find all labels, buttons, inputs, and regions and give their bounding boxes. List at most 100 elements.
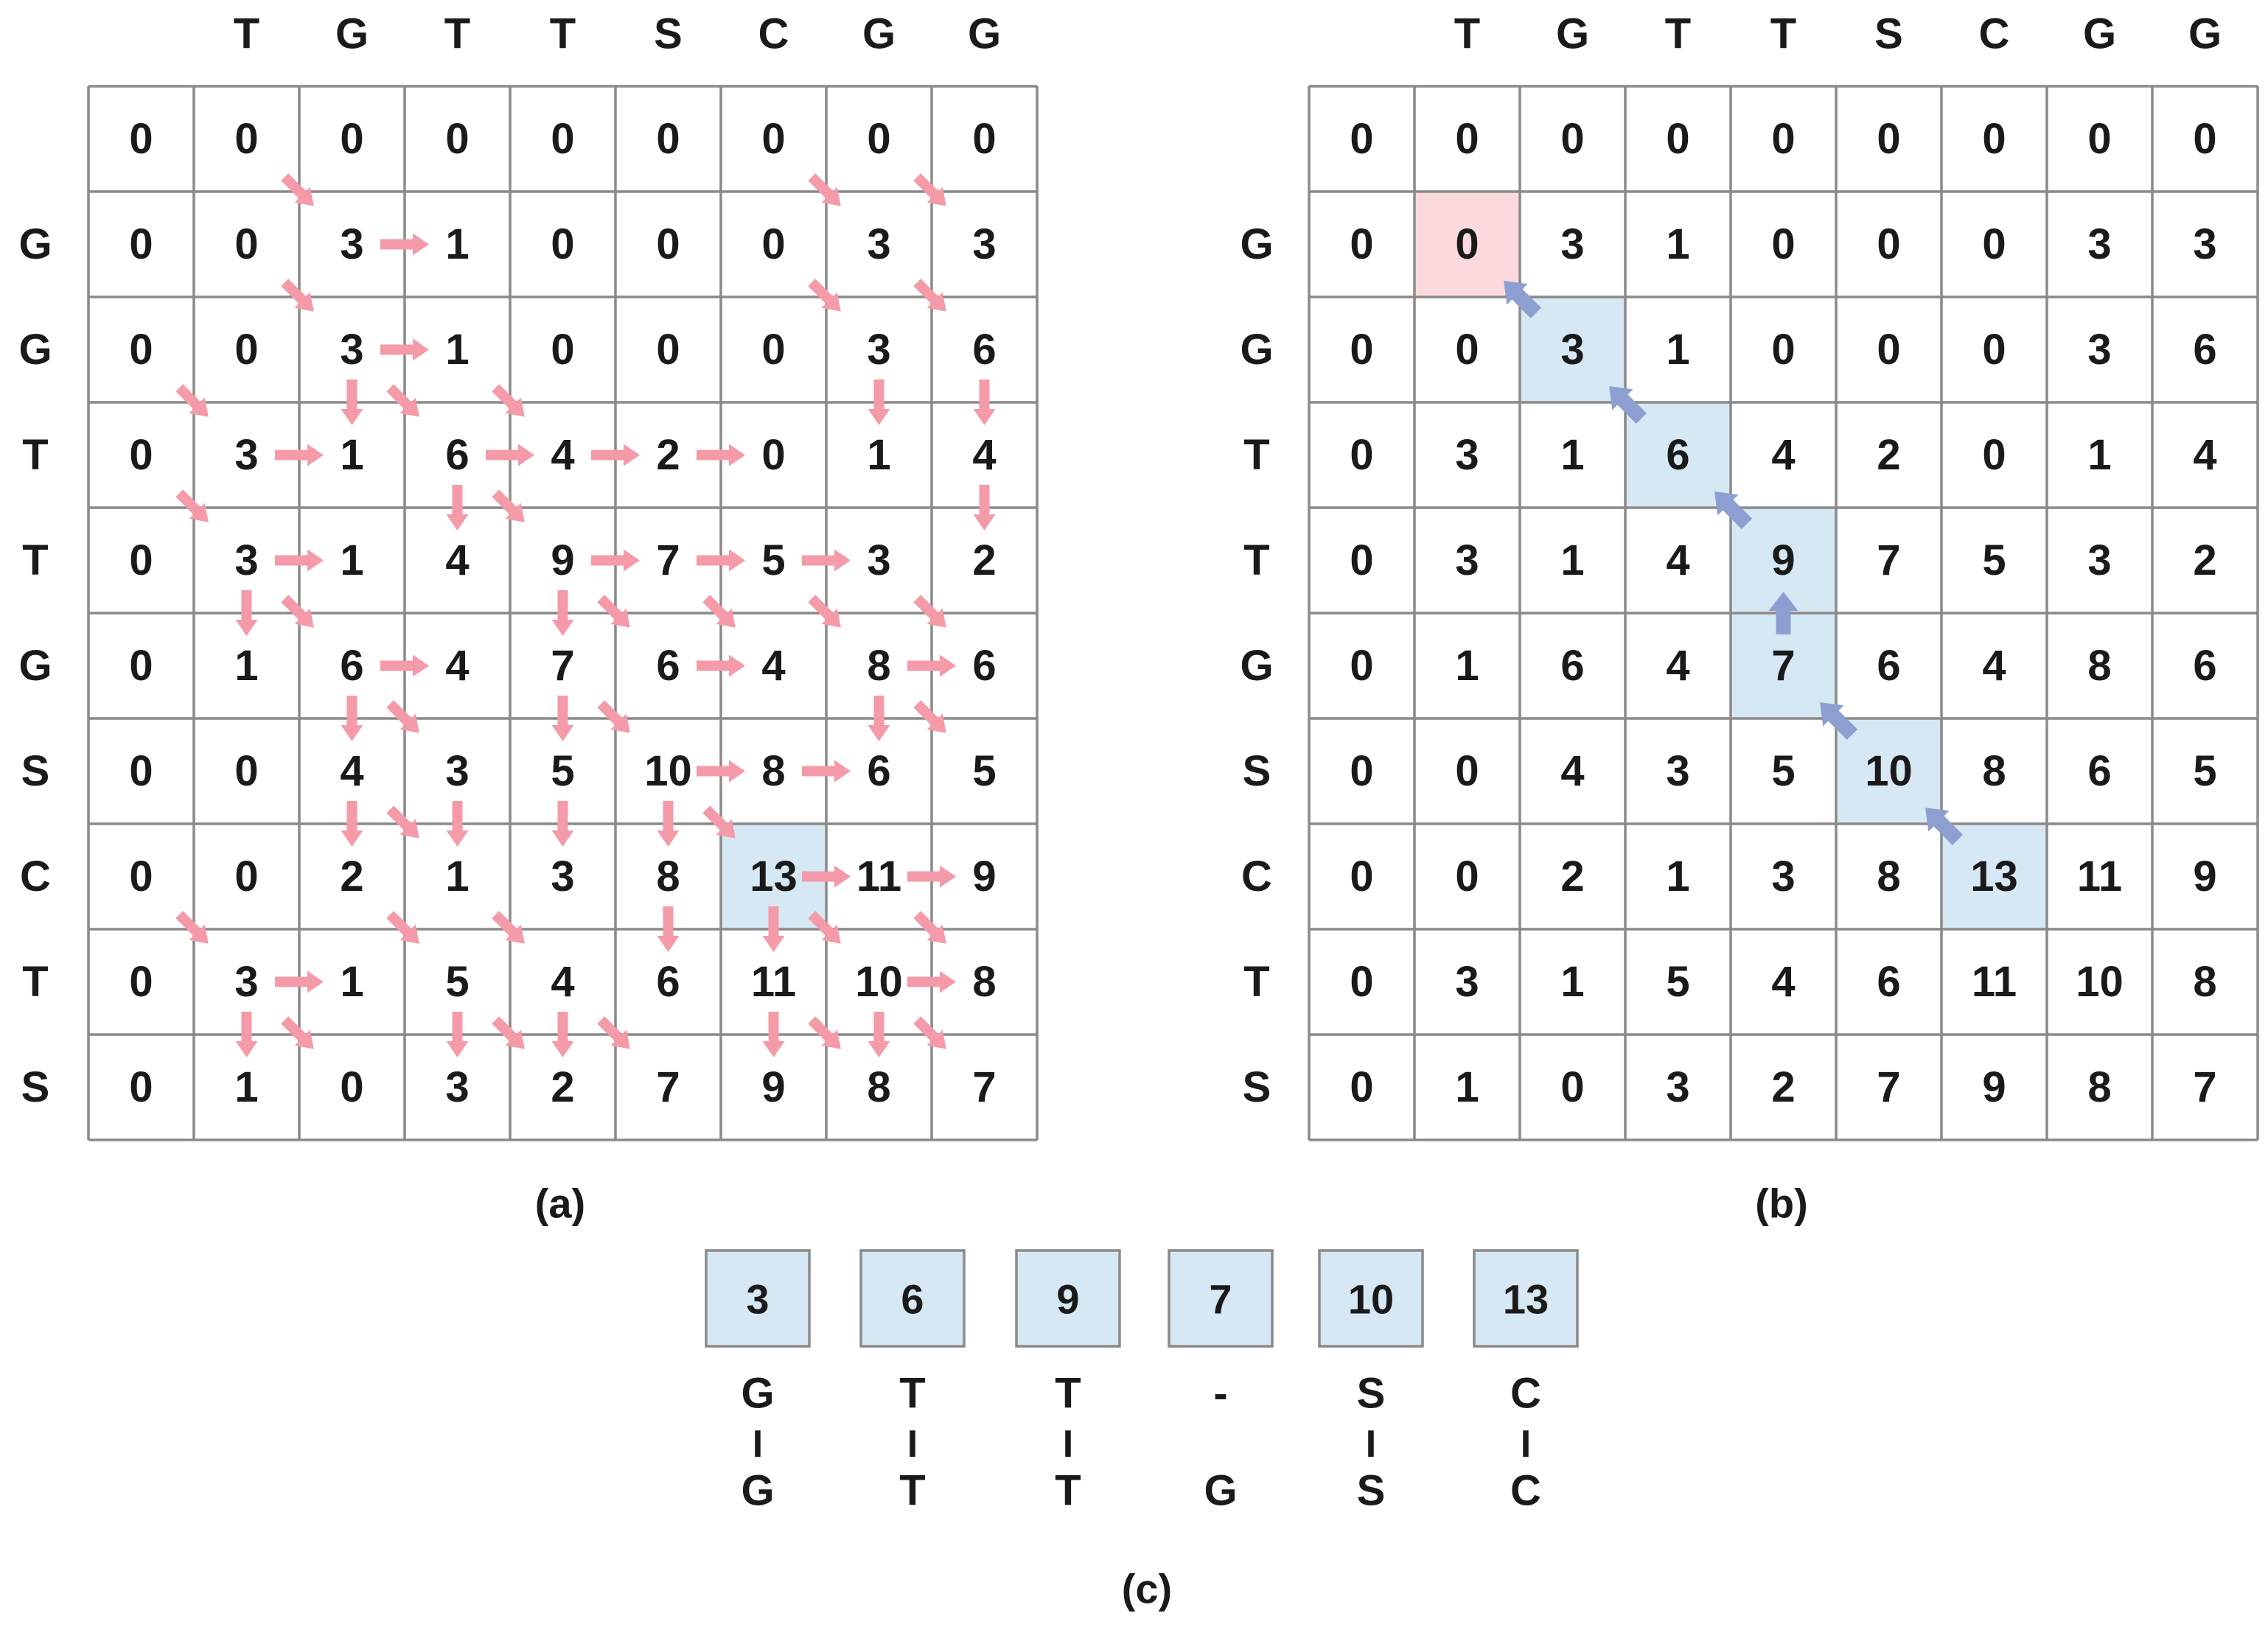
- matrix-cell: 0: [340, 1063, 363, 1111]
- matrix-cell: 0: [1350, 431, 1373, 479]
- arrow-diag: [1504, 281, 1541, 318]
- arrow-diag: [913, 700, 946, 733]
- matrix-cell: 0: [656, 220, 680, 268]
- aligned-residue-bottom: C: [1510, 1467, 1541, 1515]
- highlight-cell: [1941, 824, 2047, 929]
- arrow-up: [868, 696, 890, 741]
- matrix-cell: 1: [445, 326, 469, 374]
- matrix-cell: 0: [234, 115, 258, 163]
- col-header: T: [1665, 10, 1691, 58]
- matrix-cell: 0: [129, 326, 153, 374]
- arrow-diag: [702, 805, 736, 839]
- arrow-left: [380, 654, 429, 677]
- matrix-cell: 0: [1560, 115, 1584, 163]
- matrix-cell: 3: [340, 326, 363, 374]
- arrow-up: [551, 1012, 574, 1057]
- matrix-cell: 11: [751, 958, 796, 1006]
- arrow-left: [591, 549, 640, 572]
- matrix-cell: 1: [234, 1063, 258, 1111]
- matrix-cell: 6: [1560, 642, 1584, 690]
- matrix-cell: 6: [1666, 431, 1689, 479]
- arrow-diag: [281, 1016, 314, 1049]
- arrow-diag: [1714, 491, 1752, 529]
- arrow-up: [657, 801, 680, 847]
- matrix-cell: 3: [445, 747, 469, 795]
- matrix-cell: 0: [551, 220, 574, 268]
- matrix-cell: 1: [340, 958, 363, 1006]
- arrow-diag: [386, 700, 419, 733]
- arrow-diag: [808, 595, 841, 628]
- arrow-diag: [1820, 702, 1857, 740]
- matrix-cell: 1: [867, 431, 890, 479]
- panel-caption: (b): [1755, 1180, 1808, 1227]
- score-value: 7: [1209, 1276, 1232, 1323]
- matrix-cell: 0: [234, 747, 258, 795]
- matrix-cell: 6: [867, 747, 890, 795]
- arrow-diag: [386, 805, 419, 839]
- matrix-cell: 4: [551, 431, 574, 479]
- matrix-cell: 0: [867, 115, 890, 163]
- matrix-cell: 11: [2077, 853, 2122, 900]
- score-value: 6: [901, 1276, 924, 1323]
- arrow-diag: [175, 911, 209, 944]
- matrix-cell: 10: [2076, 958, 2124, 1006]
- matrix-cell: 6: [1877, 642, 1900, 690]
- panel-caption: (c): [1122, 1566, 1172, 1612]
- col-header: T: [234, 10, 259, 58]
- arrow-up: [551, 801, 574, 847]
- col-header: T: [444, 10, 470, 58]
- matrix-cell: 1: [1666, 220, 1689, 268]
- aligned-residue-bottom: G: [741, 1467, 774, 1515]
- matrix-cell: 1: [1560, 958, 1584, 1006]
- matrix-cell: 4: [761, 642, 785, 690]
- matrix-cell: 8: [2193, 958, 2216, 1006]
- matrix-cell: 3: [234, 431, 258, 479]
- arrow-diag: [913, 595, 946, 628]
- matrix-cell: 9: [551, 536, 574, 584]
- matrix-cell: 8: [2087, 642, 2111, 690]
- arrow-up: [341, 696, 363, 741]
- arrow-diag: [492, 911, 525, 944]
- row-header: G: [18, 642, 52, 690]
- matrix-cell: 11: [856, 853, 901, 900]
- matrix-cell: 2: [1560, 853, 1584, 900]
- matrix-cell: 6: [656, 642, 680, 690]
- arrow-up: [973, 379, 996, 425]
- arrow-diag: [175, 489, 209, 522]
- aligned-residue-top: G: [741, 1370, 774, 1418]
- matrix-cell: 0: [340, 115, 363, 163]
- matrix-cell: 6: [972, 326, 996, 374]
- arrow-diag: [913, 1016, 946, 1049]
- matrix-cell: 3: [867, 220, 890, 268]
- col-header: G: [1556, 10, 1589, 58]
- row-header: T: [1243, 958, 1269, 1006]
- aligned-residue-top: -: [1213, 1370, 1227, 1418]
- matrix-cell: 6: [340, 642, 363, 690]
- matrix-cell: 0: [1877, 326, 1900, 374]
- matrix-cell: 4: [340, 747, 363, 795]
- arrow-diag: [281, 279, 314, 312]
- matrix-cell: 9: [972, 853, 996, 900]
- arrow-diag: [913, 911, 946, 944]
- matrix-cell: 8: [867, 1063, 890, 1111]
- matrix-cell: 1: [340, 536, 363, 584]
- matrix-cell: 2: [656, 431, 680, 479]
- matrix-cell: 4: [551, 958, 574, 1006]
- matrix-cell: 3: [234, 536, 258, 584]
- matrix-cell: 8: [867, 642, 890, 690]
- matrix-cell: 3: [551, 853, 574, 900]
- arrow-left: [275, 970, 324, 993]
- arrow-diag: [386, 911, 419, 944]
- matrix-cell: 3: [1560, 220, 1584, 268]
- matrix-cell: 6: [2193, 326, 2216, 374]
- matrix-cell: 3: [445, 1063, 469, 1111]
- matrix-cell: 1: [234, 642, 258, 690]
- matrix-cell: 0: [1982, 431, 2006, 479]
- arrow-diag: [1925, 808, 1963, 845]
- matrix-cell: 0: [445, 115, 469, 163]
- matrix-cell: 4: [1982, 642, 2006, 690]
- arrow-up: [446, 1012, 469, 1057]
- matrix-cell: 0: [1350, 1063, 1373, 1111]
- arrow-up: [235, 590, 258, 636]
- matrix-cell: 0: [551, 326, 574, 374]
